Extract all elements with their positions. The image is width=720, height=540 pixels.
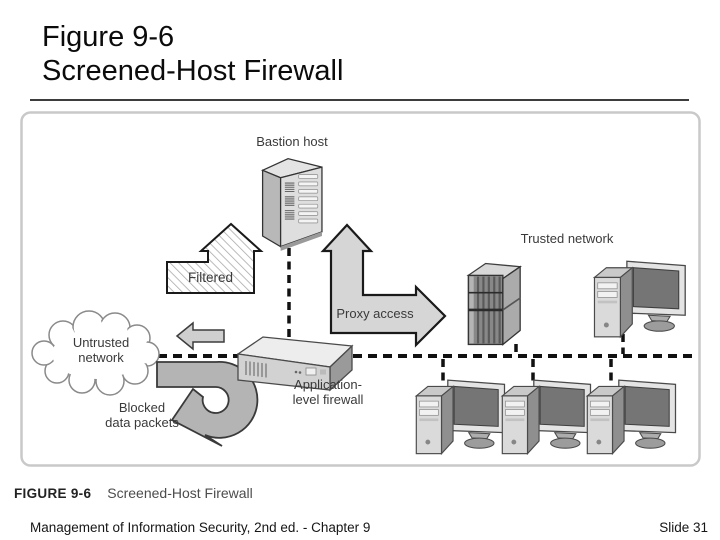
filtered-arrow-icon <box>166 222 264 294</box>
figure-caption-label: FIGURE 9-6 <box>14 486 92 501</box>
untrusted-network-label: Untrusted network <box>42 335 160 365</box>
figure-caption-title: Screened-Host Firewall <box>107 485 253 501</box>
proxy-arrow-icon <box>320 223 447 348</box>
trusted-network-label: Trusted network <box>520 231 614 246</box>
firewall-device-icon <box>236 336 354 392</box>
proxy-access-label: Proxy access <box>336 306 414 321</box>
filtered-label: Filtered <box>187 270 233 285</box>
footer-course-text: Management of Information Security, 2nd … <box>30 520 371 535</box>
blocked-packets-label-line2: data packets <box>105 415 179 430</box>
untrusted-network-label-line2: network <box>78 350 124 365</box>
footer-slide-number: Slide 31 <box>659 520 708 535</box>
slide-title-line1: Figure 9-6 <box>42 21 175 53</box>
slide-title: Figure 9-6 Screened-Host Firewall <box>42 20 343 88</box>
figure-caption: FIGURE 9-6 Screened-Host Firewall <box>14 485 253 501</box>
title-rule <box>30 99 689 101</box>
untrusted-network-label-line1: Untrusted <box>72 335 130 350</box>
blocked-packets-label: Blocked data packets <box>94 400 190 430</box>
bastion-server-icon <box>261 158 323 252</box>
application-firewall-label-line1: Application- <box>294 377 362 392</box>
slide-title-line2: Screened-Host Firewall <box>42 55 344 87</box>
application-firewall-label: Application- level firewall <box>277 377 379 407</box>
dashed-drop-lines <box>287 248 625 381</box>
network-diagram-image <box>20 111 701 467</box>
desktop-computer-icon <box>415 379 506 455</box>
desktop-computer-icon <box>593 260 686 338</box>
rack-server-icon <box>466 262 522 346</box>
desktop-computer-icon <box>501 379 592 455</box>
blocked-packets-label-line1: Blocked <box>118 400 166 415</box>
figure-panel-border <box>20 111 701 467</box>
cloud-icon <box>31 310 160 396</box>
desktop-computer-icon <box>586 379 677 455</box>
slide-footer: Management of Information Security, 2nd … <box>30 520 708 535</box>
application-firewall-label-line2: level firewall <box>292 392 364 407</box>
inbound-arrow-icon <box>175 321 225 351</box>
bastion-host-label: Bastion host <box>256 134 328 149</box>
